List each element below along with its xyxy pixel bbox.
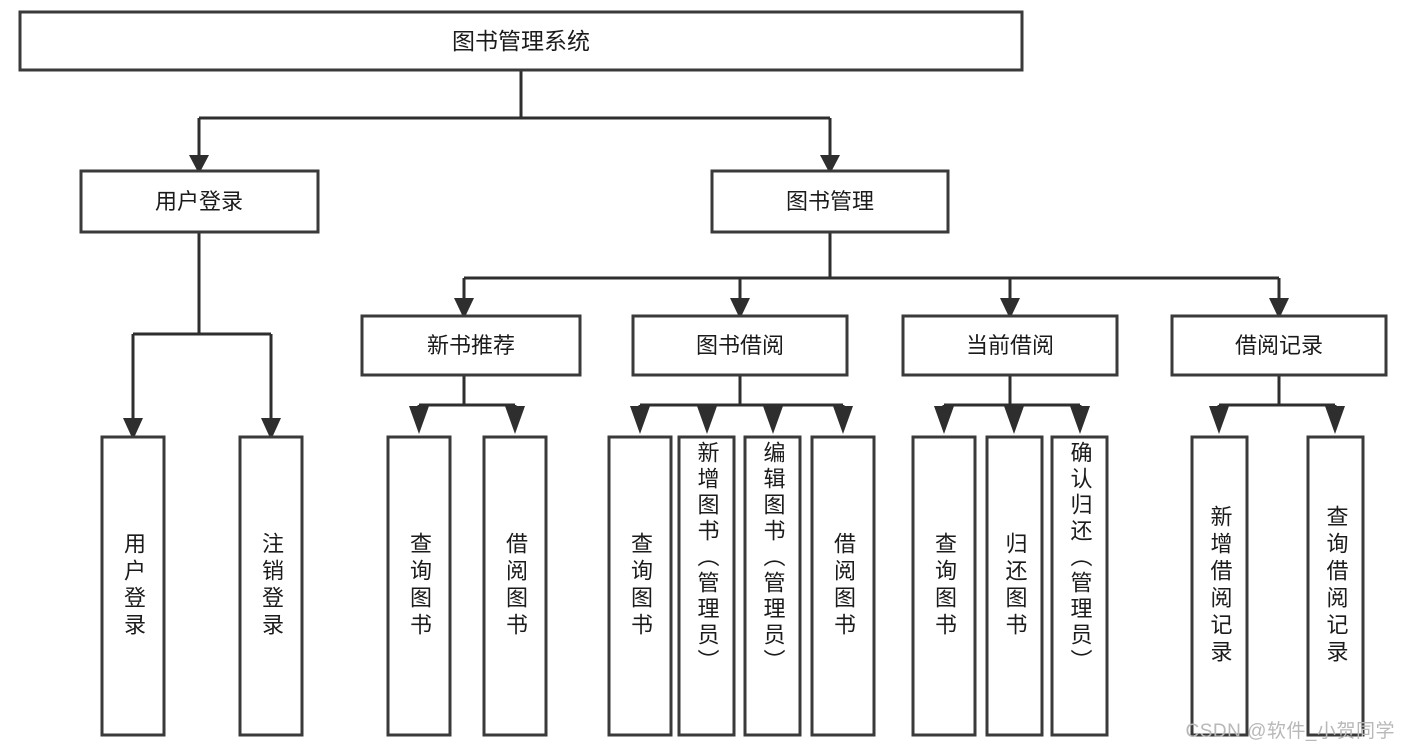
arrowhead-newbook-c2 xyxy=(505,406,525,434)
node-borrow-record[interactable]: 借阅记录 xyxy=(1170,314,1388,377)
node-borrow-record-label: 借阅记录 xyxy=(1235,333,1323,358)
node-leaf-borrow-borrow-book-box[interactable] xyxy=(810,435,876,737)
node-current-borrow-label: 当前借阅 xyxy=(966,333,1054,358)
node-leaf-current-query-book-fo: 查询图书 xyxy=(932,532,957,640)
node-leaf-borrow-add-book-admin-fo: 新增图书（管理员） xyxy=(694,441,720,675)
arrowhead-userlogin-c1 xyxy=(123,418,143,440)
node-leaf-recommend-query-book-label: 查询图书 xyxy=(407,532,432,640)
node-leaf-record-query[interactable]: 查询借阅记录 xyxy=(1306,435,1365,737)
node-leaf-current-confirm-return-admin-fo: 确认归还（管理员） xyxy=(1067,441,1093,675)
node-leaf-user-login-login-label: 用户登录 xyxy=(121,532,146,640)
node-leaf-borrow-edit-book-admin-label: 编辑图书（管理员） xyxy=(760,441,786,675)
arrowhead-borrowrecord-c2 xyxy=(1325,406,1345,434)
node-leaf-borrow-query-book-label: 查询图书 xyxy=(628,532,653,640)
arrowhead-currentborrow-c3 xyxy=(1070,406,1090,434)
node-current-borrow-box[interactable] xyxy=(901,314,1119,377)
node-leaf-current-return-book-fo: 归还图书 xyxy=(1002,532,1028,640)
node-leaf-record-add[interactable]: 新增借阅记录 xyxy=(1190,435,1249,737)
node-root[interactable]: 图书管理系统 xyxy=(18,10,1024,72)
node-leaf-current-query-book-box[interactable] xyxy=(911,435,977,737)
node-leaf-borrow-add-book-admin-label: 新增图书（管理员） xyxy=(694,441,720,675)
node-book-borrow-label: 图书借阅 xyxy=(696,333,784,358)
node-book-borrow[interactable]: 图书借阅 xyxy=(631,314,849,377)
node-root-box[interactable] xyxy=(18,10,1024,72)
arrowhead-bookborrow-c2 xyxy=(697,406,717,434)
arrowhead-currentborrow-c2 xyxy=(1004,406,1024,434)
node-user-login[interactable]: 用户登录 xyxy=(79,169,320,234)
node-leaf-record-add-label: 新增借阅记录 xyxy=(1207,505,1233,667)
node-user-login-label: 用户登录 xyxy=(155,189,243,214)
node-leaf-record-add-box[interactable] xyxy=(1190,435,1249,737)
node-leaf-borrow-query-book-box[interactable] xyxy=(607,435,673,737)
arrowhead-currentborrow-c1 xyxy=(934,406,954,434)
node-leaf-borrow-edit-book-admin-fo: 编辑图书（管理员） xyxy=(760,441,786,675)
csdn-watermark: CSDN @软件_小贺同学 xyxy=(1185,721,1395,742)
node-leaf-user-login-logout-label: 注销登录 xyxy=(259,532,284,640)
arrowhead-bookborrow-c4 xyxy=(833,406,853,434)
node-leaf-current-return-book[interactable]: 归还图书 xyxy=(985,435,1044,737)
node-leaf-user-login-logout-box[interactable] xyxy=(238,435,304,737)
node-leaf-record-query-box[interactable] xyxy=(1306,435,1365,737)
node-book-borrow-box[interactable] xyxy=(631,314,849,377)
connector-layer xyxy=(123,70,1345,440)
node-leaf-borrow-edit-book-admin-box[interactable] xyxy=(743,435,802,737)
node-leaf-current-return-book-label: 归还图书 xyxy=(1002,532,1028,640)
arrowhead-userlogin-c2 xyxy=(261,418,281,440)
node-leaf-borrow-borrow-book[interactable]: 借阅图书 xyxy=(810,435,876,737)
node-root-label: 图书管理系统 xyxy=(452,28,590,54)
arrowhead-bookmgmt xyxy=(820,155,840,174)
node-new-book-recommend-label: 新书推荐 xyxy=(427,333,515,358)
node-leaf-borrow-query-book-fo: 查询图书 xyxy=(628,532,653,640)
node-leaf-borrow-query-book[interactable]: 查询图书 xyxy=(607,435,673,737)
node-leaf-recommend-borrow-book-box[interactable] xyxy=(482,435,548,737)
arrowhead-bookborrow-c3 xyxy=(763,406,783,434)
node-leaf-user-login-login-fo: 用户登录 xyxy=(121,532,146,640)
node-leaf-current-return-book-box[interactable] xyxy=(985,435,1044,737)
arrowhead-bookborrow xyxy=(730,298,750,319)
node-leaf-borrow-edit-book-admin[interactable]: 编辑图书（管理员） xyxy=(743,435,802,737)
node-new-book-recommend-box[interactable] xyxy=(360,314,582,377)
node-book-management-box[interactable] xyxy=(710,169,950,234)
node-current-borrow[interactable]: 当前借阅 xyxy=(901,314,1119,377)
node-borrow-record-box[interactable] xyxy=(1170,314,1388,377)
node-book-management-label: 图书管理 xyxy=(786,189,874,214)
node-leaf-recommend-borrow-book-label: 借阅图书 xyxy=(503,532,528,640)
node-leaf-record-add-fo: 新增借阅记录 xyxy=(1207,505,1233,667)
node-leaf-current-confirm-return-admin-box[interactable] xyxy=(1050,435,1109,737)
node-leaf-current-confirm-return-admin[interactable]: 确认归还（管理员） xyxy=(1050,435,1109,737)
node-user-login-box[interactable] xyxy=(79,169,320,234)
node-book-management[interactable]: 图书管理 xyxy=(710,169,950,234)
arrowhead-newbook-c1 xyxy=(409,406,429,434)
node-leaf-record-query-fo: 查询借阅记录 xyxy=(1323,505,1349,667)
node-leaf-current-query-book-label: 查询图书 xyxy=(932,532,957,640)
arrowhead-currentborrow xyxy=(1000,298,1020,319)
node-leaf-user-login-login[interactable]: 用户登录 xyxy=(100,435,166,737)
node-leaf-borrow-borrow-book-label: 借阅图书 xyxy=(831,532,856,640)
arrowhead-borrowrecord xyxy=(1269,298,1289,319)
node-leaf-user-login-logout[interactable]: 注销登录 xyxy=(238,435,304,737)
node-leaf-recommend-query-book[interactable]: 查询图书 xyxy=(386,435,452,737)
node-leaf-user-login-logout-fo: 注销登录 xyxy=(259,532,284,640)
node-leaf-record-query-label: 查询借阅记录 xyxy=(1323,505,1349,667)
node-leaf-recommend-query-book-fo: 查询图书 xyxy=(407,532,432,640)
node-new-book-recommend[interactable]: 新书推荐 xyxy=(360,314,582,377)
node-leaf-user-login-login-box[interactable] xyxy=(100,435,166,737)
node-leaf-borrow-borrow-book-fo: 借阅图书 xyxy=(831,532,856,640)
node-leaf-recommend-borrow-book[interactable]: 借阅图书 xyxy=(482,435,548,737)
arrowhead-userlogin xyxy=(189,155,209,174)
node-leaf-borrow-add-book-admin[interactable]: 新增图书（管理员） xyxy=(677,435,736,737)
arrowhead-borrowrecord-c1 xyxy=(1209,406,1229,434)
node-leaf-borrow-add-book-admin-box[interactable] xyxy=(677,435,736,737)
node-leaf-recommend-query-book-box[interactable] xyxy=(386,435,452,737)
arrowhead-newbook xyxy=(454,298,474,319)
node-leaf-current-confirm-return-admin-label: 确认归还（管理员） xyxy=(1067,441,1093,675)
arrowhead-bookborrow-c1 xyxy=(630,406,650,434)
node-leaf-current-query-book[interactable]: 查询图书 xyxy=(911,435,977,737)
node-leaf-recommend-borrow-book-fo: 借阅图书 xyxy=(503,532,528,640)
